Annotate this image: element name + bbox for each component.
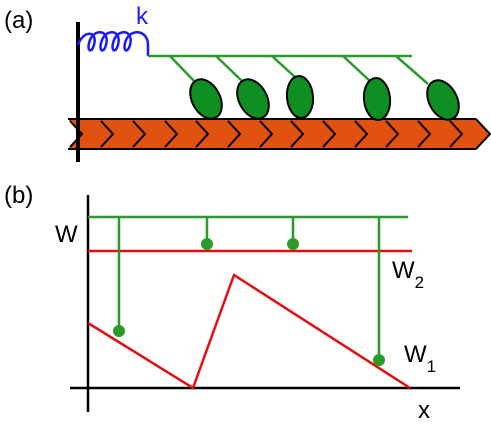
w1-potential-curve xyxy=(87,273,411,390)
w2-label: W2 xyxy=(392,257,424,292)
actin-filament xyxy=(68,118,491,150)
motor-state-4 xyxy=(373,217,385,366)
motor-state-2 xyxy=(201,217,213,250)
motor-2 xyxy=(215,55,270,120)
motor-4 xyxy=(342,55,392,121)
motor-state-1 xyxy=(113,217,125,337)
panel-b-label: (b) xyxy=(4,182,33,209)
axes xyxy=(70,195,460,412)
x-axis-label: x xyxy=(418,397,430,424)
spring-constant-label: k xyxy=(136,3,149,30)
motor-3 xyxy=(271,55,315,119)
panel-a-label: (a) xyxy=(4,7,33,34)
motor-5 xyxy=(395,55,460,121)
spring xyxy=(76,31,150,56)
level-w-label: W xyxy=(55,221,78,248)
w1-label: W1 xyxy=(404,341,436,376)
motor-1 xyxy=(169,55,223,120)
motor-state-3 xyxy=(287,217,299,250)
